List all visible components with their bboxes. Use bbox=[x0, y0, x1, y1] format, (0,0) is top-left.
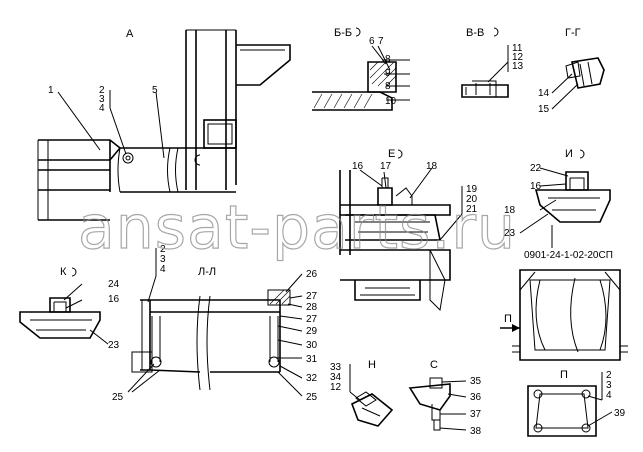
view-bb-title: Б-Б bbox=[334, 27, 352, 39]
callout-8: 8 bbox=[385, 54, 391, 65]
callout-14: 14 bbox=[538, 88, 550, 99]
callout-22: 22 bbox=[530, 163, 542, 174]
callout-29: 29 bbox=[306, 326, 318, 337]
watermark-text: ansat-parts.ru bbox=[78, 193, 516, 263]
callout-13: 13 bbox=[512, 61, 524, 72]
view-a-drawing bbox=[37, 29, 291, 221]
callout-33: 33 bbox=[330, 362, 342, 373]
callout-24: 24 bbox=[108, 279, 120, 290]
callout-25-right: 25 bbox=[306, 392, 318, 403]
callout-38: 38 bbox=[470, 426, 482, 437]
callout-15: 15 bbox=[538, 104, 550, 115]
view-i-drawing bbox=[519, 167, 611, 248]
direction-markers bbox=[71, 27, 585, 277]
frame-drawing bbox=[500, 269, 628, 361]
callout-12: 12 bbox=[512, 52, 524, 63]
callout-19: 19 bbox=[466, 184, 478, 195]
view-vv-drawing bbox=[461, 45, 509, 98]
callout-2-p: 2 bbox=[606, 370, 612, 381]
view-e-drawing bbox=[339, 167, 463, 312]
callout-20: 20 bbox=[466, 194, 478, 205]
callout-4-m: 4 bbox=[160, 264, 166, 275]
callout-4-p: 4 bbox=[606, 390, 612, 401]
callout-8b: 8 bbox=[385, 81, 391, 92]
callout-27: 27 bbox=[306, 291, 318, 302]
view-gg-title: Г-Г bbox=[565, 27, 581, 39]
view-p-drawing bbox=[527, 372, 613, 437]
callout-25-left: 25 bbox=[112, 392, 124, 403]
callout-16-i: 16 bbox=[530, 181, 542, 192]
drawing-code: 0901-24-1-02-20СП bbox=[524, 250, 613, 261]
callout-3: 3 bbox=[99, 94, 105, 105]
callout-35: 35 bbox=[470, 376, 482, 387]
view-bb-drawing bbox=[312, 45, 410, 111]
callout-10: 10 bbox=[385, 96, 397, 107]
view-vv-title: В-В bbox=[466, 27, 484, 39]
view-s-drawing bbox=[408, 377, 467, 431]
callout-37: 37 bbox=[470, 409, 482, 420]
callout-17: 17 bbox=[380, 161, 392, 172]
callout-27b: 27 bbox=[306, 314, 318, 325]
callout-18: 18 bbox=[426, 161, 438, 172]
view-k-title: К bbox=[60, 266, 67, 278]
view-p-title: П bbox=[560, 369, 568, 381]
callout-26: 26 bbox=[306, 269, 318, 280]
callout-11: 11 bbox=[512, 43, 523, 54]
callout-28: 28 bbox=[306, 302, 318, 313]
callout-31: 31 bbox=[306, 354, 318, 365]
callout-2-m: 2 bbox=[160, 244, 166, 255]
callout-4: 4 bbox=[99, 103, 105, 114]
callout-32: 32 bbox=[306, 373, 318, 384]
view-a-title: А bbox=[126, 28, 134, 40]
callout-1: 1 bbox=[48, 85, 54, 96]
view-n-title: Н bbox=[368, 359, 376, 371]
callout-3-m: 3 bbox=[160, 254, 166, 265]
callout-9: 9 bbox=[385, 68, 391, 79]
view-n-drawing bbox=[349, 364, 394, 427]
arrow-p-label: П bbox=[504, 313, 512, 325]
view-ll-title: Л-Л bbox=[198, 266, 216, 278]
callout-6: 6 bbox=[369, 36, 375, 47]
callout-36: 36 bbox=[470, 392, 482, 403]
callout-16: 16 bbox=[352, 161, 364, 172]
callout-23-i: 23 bbox=[504, 228, 516, 239]
view-gg-drawing bbox=[551, 57, 605, 110]
view-ll-drawing bbox=[127, 273, 303, 397]
callout-34: 34 bbox=[330, 372, 342, 383]
callout-39: 39 bbox=[614, 408, 626, 419]
callout-16-k: 16 bbox=[108, 294, 120, 305]
callout-21: 21 bbox=[466, 204, 478, 215]
callout-18-i: 18 bbox=[504, 205, 516, 216]
callout-3-p: 3 bbox=[606, 380, 612, 391]
callout-12-n: 12 bbox=[330, 382, 342, 393]
callout-23-k: 23 bbox=[108, 340, 120, 351]
view-e-title: Е bbox=[388, 148, 395, 160]
callout-5: 5 bbox=[152, 85, 158, 96]
callout-2: 2 bbox=[99, 85, 105, 96]
view-i-title: И bbox=[565, 148, 573, 160]
callout-7: 7 bbox=[378, 36, 384, 47]
view-s-title: С bbox=[430, 359, 438, 371]
callout-30: 30 bbox=[306, 340, 318, 351]
view-k-drawing bbox=[19, 283, 109, 345]
